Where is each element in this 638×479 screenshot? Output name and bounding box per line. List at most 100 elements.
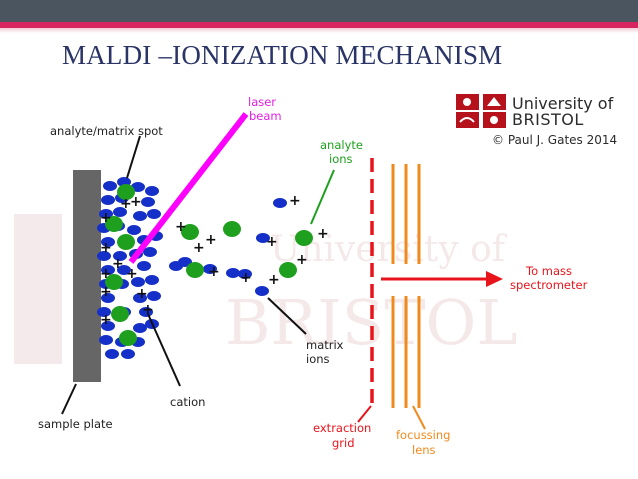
- matrix-molecule: [145, 275, 159, 285]
- matrix-molecule: [139, 307, 153, 317]
- positive-charge-symbol: +: [296, 252, 308, 268]
- matrix-molecule: [145, 186, 159, 196]
- positive-charge-symbol: +: [100, 210, 112, 226]
- ion-path-arrow-head: [486, 271, 503, 287]
- analyte-molecule: [119, 330, 137, 346]
- positive-charge-symbol: +: [126, 266, 138, 282]
- label-spectrometer: spectrometer: [510, 278, 588, 292]
- positive-charge-symbol: +: [112, 256, 124, 272]
- label-cation: cation: [170, 395, 205, 409]
- positive-charge-symbol: +: [289, 193, 301, 209]
- label-focussing: focussing: [396, 428, 450, 442]
- matrix-molecule: [99, 209, 113, 219]
- matrix-molecule: [97, 307, 111, 317]
- matrix-molecule: [99, 335, 113, 345]
- matrix-molecule: [117, 265, 131, 275]
- matrix-molecule: [127, 225, 141, 235]
- matrix-molecule: [97, 251, 111, 261]
- watermark-crest: [14, 214, 62, 364]
- logo-copyright: © Paul J. Gates 2014: [492, 133, 618, 147]
- analyte-molecule: [117, 184, 135, 200]
- matrix-ion: [203, 264, 217, 274]
- positive-charge-symbol: +: [136, 286, 148, 302]
- positive-charge-symbol: +: [205, 232, 217, 248]
- analyte-molecule: [117, 234, 135, 250]
- positive-charge-symbol: +: [100, 284, 112, 300]
- analyte-matrix-spot: +++++++++++: [97, 177, 163, 359]
- positive-charge-symbol: +: [100, 312, 112, 328]
- lens-pointer: [412, 405, 426, 430]
- positive-charge-symbol: +: [142, 302, 154, 318]
- matrix-molecule: [101, 195, 115, 205]
- analyte-ion: [223, 221, 241, 237]
- label-to-mass: To mass: [525, 264, 572, 278]
- title-accent-fade: [0, 28, 638, 33]
- label-matrix: matrix: [306, 338, 344, 352]
- logo-university-of: University of: [512, 94, 614, 113]
- analyte-ion: [279, 262, 297, 278]
- sample-plate: [73, 170, 101, 382]
- matrix-molecule: [147, 209, 161, 219]
- label-lens: lens: [412, 443, 436, 457]
- label-analyte-ions: ions: [329, 152, 353, 166]
- analyte-ion: [186, 262, 204, 278]
- desorbed-plume: ++++++++++: [169, 193, 329, 296]
- matrix-molecule: [113, 207, 127, 217]
- matrix-molecule: [141, 197, 155, 207]
- matrix-molecule: [147, 291, 161, 301]
- maldi-diagram: University of BRISTOL +++++++++++ ++++++…: [14, 95, 588, 457]
- matrix-pointer: [267, 297, 307, 335]
- matrix-ion: [238, 269, 252, 279]
- matrix-molecule: [137, 261, 151, 271]
- matrix-ion: [255, 286, 269, 296]
- cation-pointer: [147, 313, 181, 387]
- label-beam: beam: [249, 109, 282, 123]
- matrix-ion: [256, 233, 270, 243]
- title-accent-bar: [0, 22, 638, 28]
- positive-charge-symbol: +: [240, 270, 252, 286]
- matrix-molecule: [143, 247, 157, 257]
- matrix-molecule: [131, 277, 145, 287]
- university-logo: University of BRISTOL © Paul J. Gates 20…: [454, 92, 634, 154]
- positive-charge-symbol: +: [100, 266, 112, 282]
- analyte-pointer: [310, 169, 335, 225]
- analyte-molecule: [105, 274, 123, 290]
- matrix-molecule: [133, 293, 147, 303]
- plate-pointer: [61, 383, 77, 415]
- positive-charge-symbol: +: [175, 219, 187, 235]
- matrix-molecule: [101, 321, 115, 331]
- positive-charge-symbol: +: [100, 240, 112, 256]
- positive-charge-symbol: +: [208, 264, 220, 280]
- logo-bristol: BRISTOL: [512, 110, 584, 129]
- matrix-molecule: [113, 251, 127, 261]
- bristol-watermark: University of BRISTOL: [14, 214, 518, 364]
- analyte-molecule: [105, 216, 123, 232]
- label-grid: grid: [332, 436, 355, 450]
- matrix-molecule: [101, 265, 115, 275]
- label-laser: laser: [248, 95, 276, 109]
- positive-charge-symbol: +: [193, 240, 205, 256]
- matrix-molecule: [121, 349, 135, 359]
- matrix-molecule: [101, 237, 115, 247]
- grid-pointer: [357, 405, 372, 423]
- analyte-molecule: [111, 306, 129, 322]
- focussing-lens: [391, 164, 421, 408]
- spot-pointer: [126, 135, 141, 179]
- label-matrix-ions: ions: [306, 352, 330, 366]
- matrix-molecule: [101, 293, 115, 303]
- matrix-ion: [169, 261, 183, 271]
- title-bar-top: [0, 0, 638, 22]
- positive-charge-symbol: +: [120, 196, 132, 212]
- positive-charge-symbol: +: [317, 226, 329, 242]
- label-extraction: extraction: [313, 421, 371, 435]
- matrix-ion: [226, 268, 240, 278]
- matrix-ion: [273, 198, 287, 208]
- watermark-text-2: BRISTOL: [225, 286, 518, 359]
- positive-charge-symbol: +: [130, 194, 142, 210]
- label-sample-plate: sample plate: [38, 417, 113, 431]
- laser-beam: [128, 112, 249, 264]
- bristol-crest-icon: [454, 92, 508, 130]
- matrix-molecule: [133, 211, 147, 221]
- matrix-molecule: [105, 349, 119, 359]
- analyte-ion: [181, 224, 199, 240]
